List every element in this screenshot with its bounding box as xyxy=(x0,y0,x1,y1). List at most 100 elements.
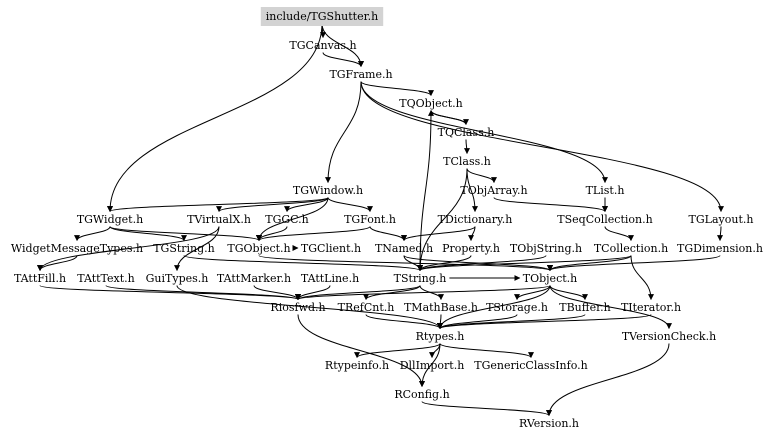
node-tstring[interactable]: TString.h xyxy=(394,272,447,285)
node-riosfwd[interactable]: Riosfwd.h xyxy=(270,301,325,314)
node-tlist[interactable]: TList.h xyxy=(586,184,625,197)
node-label: TGWidget.h xyxy=(77,213,143,226)
edge-tclass-to-tobjarray xyxy=(466,168,497,184)
edge-tdictionary-to-tnamed xyxy=(401,226,476,242)
node-label: TAttText.h xyxy=(77,272,135,285)
edge-tglayout-to-tgdimension xyxy=(717,226,724,242)
node-tgobject[interactable]: TGObject.h xyxy=(227,242,290,255)
node-tcollection[interactable]: TCollection.h xyxy=(594,242,668,255)
node-tbuffer[interactable]: TBuffer.h xyxy=(559,301,610,314)
node-tgwidget[interactable]: TGWidget.h xyxy=(77,213,143,226)
node-tseqcollection[interactable]: TSeqCollection.h xyxy=(557,213,652,226)
node-label: GuiTypes.h xyxy=(146,272,209,285)
node-label: TObject.h xyxy=(523,272,577,285)
node-tgframe[interactable]: TGFrame.h xyxy=(329,68,392,81)
node-label: TClass.h xyxy=(443,155,491,168)
node-property[interactable]: Property.h xyxy=(442,242,500,255)
node-guitypes[interactable]: GuiTypes.h xyxy=(146,272,209,285)
node-label: TMathBase.h xyxy=(404,301,478,314)
node-tgenericclassinfo[interactable]: TGenericClassInfo.h xyxy=(474,359,587,372)
node-label: TGWindow.h xyxy=(293,184,363,197)
node-tgclient[interactable]: TGClient.h xyxy=(301,242,361,255)
node-tattmarker[interactable]: TAttMarker.h xyxy=(217,272,291,285)
edge-tgshutter-to-tgwidget xyxy=(107,23,323,213)
edge-tobject-to-tversioncheck xyxy=(549,285,672,330)
node-trefcnt[interactable]: TRefCnt.h xyxy=(338,301,395,314)
node-label: TGClient.h xyxy=(301,242,361,255)
edge-tobjarray-to-tseqcollection xyxy=(493,197,608,213)
edge-tobject-to-tstorage xyxy=(514,285,551,301)
node-label: include/TGShutter.h xyxy=(266,10,378,23)
edge-tgdimension-to-tobject xyxy=(547,255,721,272)
edge-tgwindow-to-tggc xyxy=(284,197,329,213)
node-label: TGLayout.h xyxy=(689,213,754,226)
node-label: Rtypes.h xyxy=(416,330,465,343)
edge-tgwindow-to-tgfont xyxy=(327,197,373,213)
edge-tgwindow-to-tgobject xyxy=(256,197,329,242)
node-tclass[interactable]: TClass.h xyxy=(443,155,491,168)
edge-tclass-to-tstring xyxy=(417,168,468,272)
node-rversion[interactable]: RVersion.h xyxy=(519,417,579,430)
edge-tgfont-to-tnamed xyxy=(369,226,407,242)
edge-rconfig-to-rversion xyxy=(421,401,552,417)
node-tobjstring[interactable]: TObjString.h xyxy=(510,242,582,255)
node-tstorage[interactable]: TStorage.h xyxy=(486,301,548,314)
node-label: TObjArray.h xyxy=(460,184,527,197)
node-label: WidgetMessageTypes.h xyxy=(11,242,143,255)
edge-tgcanvas-to-tgframe xyxy=(322,52,364,68)
node-tgstring[interactable]: TGString.h xyxy=(153,242,215,255)
node-tobjarray[interactable]: TObjArray.h xyxy=(460,184,527,197)
node-label: TGDimension.h xyxy=(677,242,763,255)
node-tatttext[interactable]: TAttText.h xyxy=(77,272,135,285)
node-widgetmessagetypes[interactable]: WidgetMessageTypes.h xyxy=(11,242,143,255)
edge-tvirtualx-to-guitypes xyxy=(174,226,220,272)
node-tnamed[interactable]: TNamed.h xyxy=(375,242,433,255)
node-titerator[interactable]: TIterator.h xyxy=(621,301,681,314)
node-tversioncheck[interactable]: TVersionCheck.h xyxy=(622,330,716,343)
node-label: Riosfwd.h xyxy=(270,301,325,314)
node-dllimport[interactable]: DllImport.h xyxy=(400,359,465,372)
node-label: TIterator.h xyxy=(621,301,681,314)
node-label: TVersionCheck.h xyxy=(622,330,716,343)
edge-widgetmessagetypes-to-tattfill xyxy=(37,255,78,272)
node-tgdimension[interactable]: TGDimension.h xyxy=(677,242,763,255)
node-label: TGString.h xyxy=(153,242,215,255)
node-tmathbase[interactable]: TMathBase.h xyxy=(404,301,478,314)
node-rtypeinfo[interactable]: Rtypeinfo.h xyxy=(325,359,389,372)
node-rtypes[interactable]: Rtypes.h xyxy=(416,330,465,343)
node-label: TCollection.h xyxy=(594,242,668,255)
node-tglayout[interactable]: TGLayout.h xyxy=(689,213,754,226)
node-tdictionary[interactable]: TDictionary.h xyxy=(438,213,513,226)
edge-tgwidget-to-tgobject xyxy=(109,226,262,242)
edge-tgwidget-to-tgstring xyxy=(109,226,187,242)
node-label: TBuffer.h xyxy=(559,301,610,314)
node-label: TSeqCollection.h xyxy=(557,213,652,226)
node-tattfill[interactable]: TAttFill.h xyxy=(14,272,66,285)
edge-tgwidget-to-widgetmessagetypes xyxy=(74,226,111,242)
edge-tgframe-to-tlist xyxy=(360,81,608,184)
node-label: TAttFill.h xyxy=(14,272,66,285)
node-label: RConfig.h xyxy=(394,388,449,401)
edge-tstring-to-trefcnt xyxy=(363,285,421,301)
node-tgshutter[interactable]: include/TGShutter.h xyxy=(260,7,384,26)
node-label: TGenericClassInfo.h xyxy=(474,359,587,372)
node-tattline[interactable]: TAttLine.h xyxy=(301,272,359,285)
node-label: TQClass.h xyxy=(438,126,495,139)
edge-tgwindow-to-tvirtualx xyxy=(216,197,329,213)
node-tqobject[interactable]: TQObject.h xyxy=(399,97,463,110)
node-rconfig[interactable]: RConfig.h xyxy=(394,388,449,401)
node-tgwindow[interactable]: TGWindow.h xyxy=(293,184,363,197)
node-tobject[interactable]: TObject.h xyxy=(523,272,577,285)
node-tgcanvas[interactable]: TGCanvas.h xyxy=(289,39,356,52)
node-label: TList.h xyxy=(586,184,625,197)
edge-tobjstring-to-tstring xyxy=(417,255,547,272)
node-tggc[interactable]: TGGC.h xyxy=(265,213,309,226)
edge-tgframe-to-tglayout xyxy=(360,81,724,213)
node-tvirtualx[interactable]: TVirtualX.h xyxy=(187,213,251,226)
node-label: DllImport.h xyxy=(400,359,465,372)
node-tqclass[interactable]: TQClass.h xyxy=(438,126,495,139)
edge-rtypes-to-tgenericclassinfo xyxy=(439,343,534,359)
node-tgfont[interactable]: TGFont.h xyxy=(344,213,396,226)
